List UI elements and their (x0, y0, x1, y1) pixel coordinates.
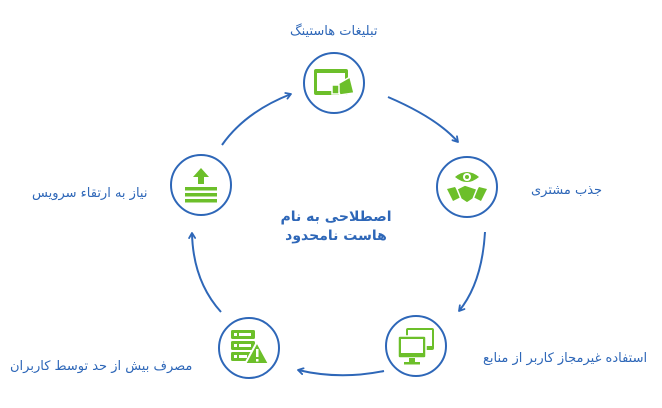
monitors-icon (397, 328, 434, 365)
arrow-3 (297, 367, 385, 377)
label-service-upgrade: نیاز به ارتقاء سرویس (32, 186, 148, 201)
node-service-upgrade (170, 154, 232, 216)
arrow-4 (188, 232, 222, 313)
node-excessive-usage (218, 317, 280, 379)
label-customer-acquisition: جذب مشتری (531, 183, 603, 198)
megaphone-video-icon (314, 69, 355, 96)
label-excessive-usage: مصرف بیش از حد توسط کاربران (10, 359, 193, 374)
label-unauthorized-usage: استفاده غیرمجاز کاربر از منابع (483, 351, 648, 366)
node-customer-acquisition (436, 156, 498, 218)
handshake-eye-icon (447, 172, 487, 204)
node-unauthorized-usage (385, 315, 447, 377)
label-hosting-ads: تبلیغات هاستینگ (290, 24, 378, 39)
arrow-1 (387, 96, 459, 143)
arrow-5 (221, 92, 292, 146)
node-hosting-ads (303, 52, 365, 114)
upgrade-icon (185, 168, 217, 203)
arrow-2 (458, 231, 486, 312)
server-warning-icon (231, 330, 270, 365)
center-title-line2: هاست نامحدود (285, 228, 387, 244)
center-title-line1: اصطلاحی به نام (280, 209, 392, 225)
center-title: اصطلاحی به نام هاست نامحدود (276, 208, 396, 246)
